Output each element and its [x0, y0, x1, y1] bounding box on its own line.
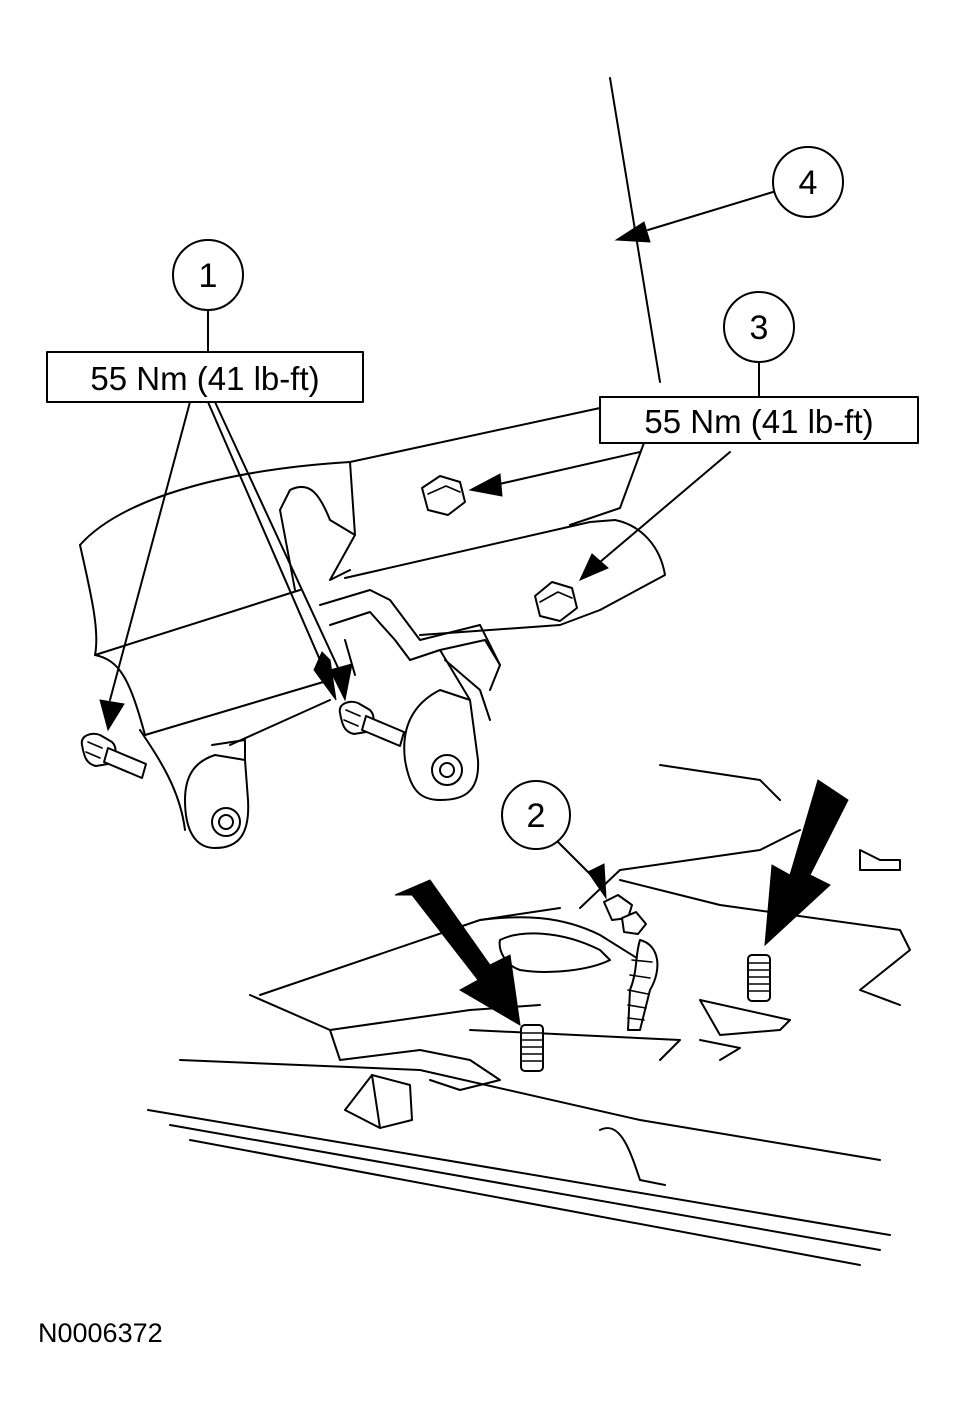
upper-bracket-assembly	[79, 407, 666, 849]
arrow-to-stud-right	[764, 779, 849, 947]
callout-2: 2	[501, 780, 607, 900]
hex-nut-upper	[421, 475, 466, 516]
torque-spec-1: 55 Nm (41 lb-ft)	[90, 360, 319, 397]
torque-spec-3: 55 Nm (41 lb-ft)	[644, 403, 873, 440]
torque-label-1: 55 Nm (41 lb-ft)	[46, 351, 364, 403]
lower-frame-assembly	[147, 764, 911, 1266]
bolt-right	[338, 700, 405, 747]
callout-3-number: 3	[750, 309, 769, 347]
callout-4: 4	[614, 146, 844, 243]
callout-2-number: 2	[527, 797, 546, 835]
arrow-to-stud-left	[394, 879, 521, 1026]
stud-left	[520, 1024, 544, 1072]
callout-1-leaders	[99, 401, 353, 732]
callout-4-number: 4	[799, 164, 818, 202]
stud-right	[747, 954, 771, 1002]
callout-1-number: 1	[199, 257, 218, 295]
callout-3: 3	[723, 291, 795, 398]
callout-1: 1	[172, 239, 244, 353]
callout-3-leaders	[468, 451, 731, 581]
bolt-left	[80, 732, 147, 779]
wiring-harness	[603, 894, 659, 1031]
figure-id: N0006372	[38, 1318, 163, 1348]
hex-nut-lower	[534, 581, 578, 622]
torque-label-3: 55 Nm (41 lb-ft)	[599, 396, 919, 444]
